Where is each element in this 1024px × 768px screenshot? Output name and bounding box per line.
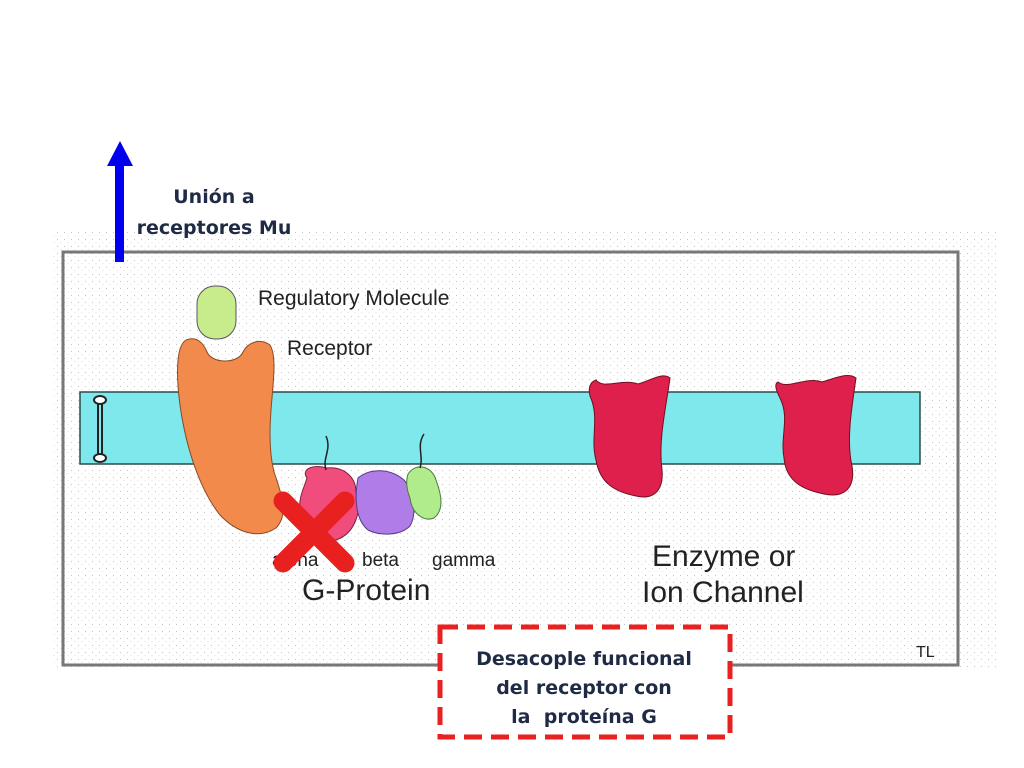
callout-line2: del receptor con	[496, 677, 672, 699]
arrow-label-line1: Unión a	[173, 186, 254, 208]
beta-label: beta	[362, 550, 399, 571]
regulatory-molecule-label: Regulatory Molecule	[258, 287, 449, 310]
g-protein-label: G-Protein	[302, 574, 430, 607]
arrow-label-line2: receptores Mu	[137, 217, 292, 239]
effector-label-line1: Enzyme or	[652, 540, 795, 573]
gamma-subunit	[406, 466, 442, 520]
credit-label: TL	[916, 644, 935, 661]
cross-icon	[273, 491, 355, 573]
up-arrow-icon	[107, 141, 133, 262]
receptor	[177, 338, 284, 535]
regulatory-molecule	[196, 285, 237, 340]
beta-subunit	[355, 470, 415, 535]
callout-box	[437, 624, 733, 740]
effector-protein-1	[588, 375, 671, 498]
gamma-label: gamma	[432, 550, 496, 571]
effector-protein-2	[775, 375, 857, 496]
callout-line1: Desacople funcional	[476, 648, 692, 670]
receptor-label: Receptor	[287, 337, 372, 360]
callout-line3: la proteína G	[511, 706, 657, 728]
effector-label-line2: Ion Channel	[642, 576, 804, 609]
lipid-icon	[93, 395, 107, 463]
